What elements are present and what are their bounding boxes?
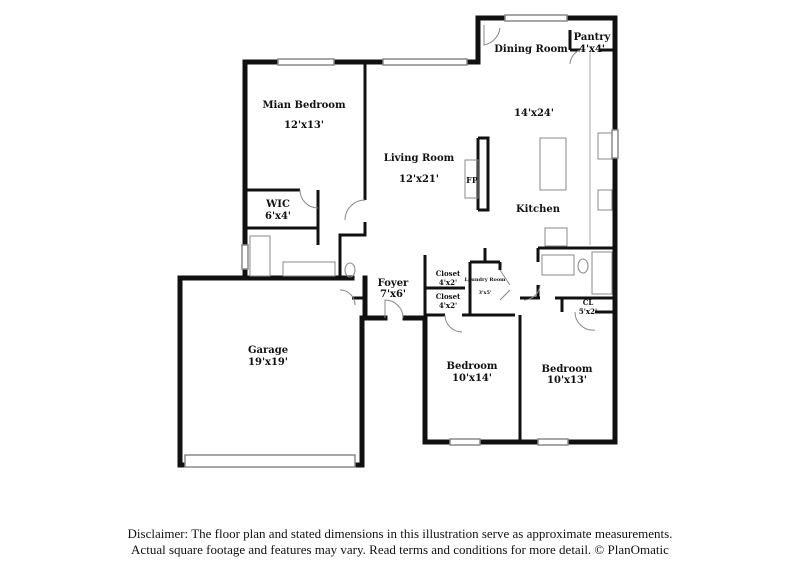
room-closet-2: Closet 4'x2' [436, 292, 461, 310]
disclaimer: Disclaimer: The floor plan and stated di… [0, 526, 800, 558]
svg-text:Mian Bedroom: Mian Bedroom [262, 100, 346, 111]
room-dining-room: Dining Room [494, 44, 568, 55]
windows [184, 14, 619, 468]
room-living-room: Living Room 12'x21' [384, 153, 455, 185]
svg-text:10'x14': 10'x14' [452, 373, 492, 384]
doors [299, 25, 596, 333]
room-bedroom-3: Bedroom 10'x13' [542, 364, 593, 386]
room-kitchen: 14'x24' Kitchen [514, 108, 561, 215]
room-foyer: Foyer 7'x6' [378, 278, 409, 300]
room-garage: Garage 19'x19' [248, 345, 288, 368]
svg-text:5'x2': 5'x2' [579, 307, 597, 316]
svg-text:6'x4': 6'x4' [265, 211, 291, 222]
room-cl: CL 5'x2' [579, 298, 597, 316]
svg-text:4'x2': 4'x2' [439, 278, 457, 287]
svg-text:19'x19': 19'x19' [248, 357, 288, 368]
svg-text:Garage: Garage [248, 345, 288, 356]
exterior-walls [177, 15, 618, 468]
svg-text:Bedroom: Bedroom [542, 364, 593, 375]
svg-text:12'x13': 12'x13' [284, 120, 324, 131]
svg-text:3'x5': 3'x5' [478, 290, 491, 296]
room-wic: WIC 6'x4' [265, 199, 291, 222]
svg-text:4'x2': 4'x2' [439, 301, 457, 310]
disclaimer-line-2: Actual square footage and features may v… [131, 542, 669, 557]
fireplace-label: FP [466, 175, 478, 185]
fixtures [249, 50, 613, 295]
svg-text:4'x4': 4'x4' [579, 44, 605, 55]
room-closet-1: Closet 4'x2' [436, 269, 461, 287]
room-pantry: Pantry 4'x4' [574, 32, 612, 55]
room-main-bedroom: Mian Bedroom 12'x13' [262, 100, 346, 131]
svg-text:Bedroom: Bedroom [447, 361, 498, 372]
room-laundry: Laundry Room 3'x5' [465, 277, 507, 296]
svg-text:WIC: WIC [265, 199, 290, 210]
svg-text:CL: CL [583, 298, 594, 307]
svg-text:Kitchen: Kitchen [516, 204, 561, 215]
svg-text:Living Room: Living Room [384, 153, 455, 164]
svg-text:Laundry Room: Laundry Room [465, 277, 507, 283]
svg-text:10'x13': 10'x13' [547, 375, 587, 386]
interior-walls [245, 30, 615, 442]
room-labels: Mian Bedroom 12'x13' WIC 6'x4' Living Ro… [248, 32, 612, 386]
svg-text:Foyer: Foyer [378, 278, 409, 289]
svg-text:14'x24': 14'x24' [514, 108, 554, 119]
svg-text:7'x6': 7'x6' [380, 289, 406, 300]
svg-text:Closet: Closet [436, 292, 461, 301]
room-bedroom-2: Bedroom 10'x14' [447, 361, 498, 384]
svg-text:Closet: Closet [436, 269, 461, 278]
svg-text:12'x21': 12'x21' [399, 174, 439, 185]
disclaimer-line-1: Disclaimer: The floor plan and stated di… [127, 526, 673, 541]
svg-text:Pantry: Pantry [574, 32, 612, 43]
